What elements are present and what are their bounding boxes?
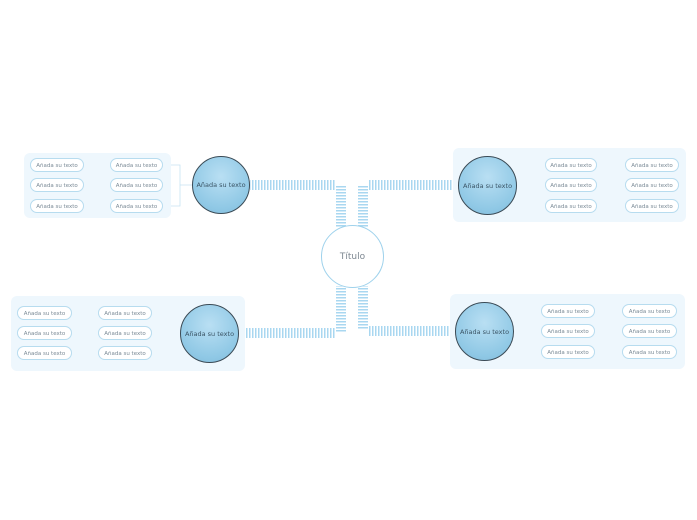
- subtopic[interactable]: Añada su texto: [110, 158, 163, 172]
- main-topic-top-left[interactable]: Añada su texto: [192, 156, 250, 214]
- main-topic-top-right[interactable]: Añada su texto: [458, 156, 517, 215]
- branch-connector-bottom-right: [358, 286, 456, 336]
- subtopic-label: Añada su texto: [104, 351, 146, 357]
- leaf-topic[interactable]: Añada su texto: [625, 178, 679, 192]
- subtopic-label: Añada su texto: [115, 204, 158, 210]
- main-topic-label: Añada su texto: [462, 181, 513, 190]
- leaf-label: Añada su texto: [628, 350, 671, 356]
- leaf-topic[interactable]: Añada su texto: [17, 326, 72, 340]
- leaf-label: Añada su texto: [36, 163, 78, 169]
- branch-connector-top-right: [358, 180, 458, 228]
- leaf-label: Añada su texto: [23, 351, 66, 357]
- main-topic-label: Añada su texto: [459, 327, 510, 336]
- leaf-label: Añada su texto: [628, 329, 671, 335]
- leaf-topic[interactable]: Añada su texto: [17, 306, 72, 320]
- subtopic-label: Añada su texto: [104, 311, 146, 317]
- subtopic[interactable]: Añada su texto: [541, 304, 595, 318]
- subtopic[interactable]: Añada su texto: [541, 324, 595, 338]
- subtopic[interactable]: Añada su texto: [110, 199, 163, 213]
- main-topic-label: Añada su texto: [196, 181, 246, 189]
- leaf-label: Añada su texto: [631, 163, 673, 169]
- leaf-topic[interactable]: Añada su texto: [30, 158, 84, 172]
- subtopic[interactable]: Añada su texto: [110, 178, 163, 192]
- leaf-topic[interactable]: Añada su texto: [625, 199, 679, 213]
- leaf-topic[interactable]: Añada su texto: [30, 178, 84, 192]
- leaf-label: Añada su texto: [36, 204, 78, 210]
- leaf-topic[interactable]: Añada su texto: [30, 199, 84, 213]
- leaf-label: Añada su texto: [36, 183, 78, 189]
- main-topic-bottom-left[interactable]: Añada su texto: [180, 304, 239, 363]
- subtopic-label: Añada su texto: [550, 183, 592, 189]
- subtopic-label: Añada su texto: [547, 350, 589, 356]
- leaf-label: Añada su texto: [23, 311, 66, 317]
- central-topic[interactable]: Título: [321, 225, 384, 288]
- subtopic[interactable]: Añada su texto: [98, 346, 152, 360]
- leaf-label: Añada su texto: [631, 204, 673, 210]
- subtopic[interactable]: Añada su texto: [545, 158, 597, 172]
- subtopic[interactable]: Añada su texto: [98, 306, 152, 320]
- leaf-topic[interactable]: Añada su texto: [17, 346, 72, 360]
- leaf-topic[interactable]: Añada su texto: [622, 304, 677, 318]
- subtopic[interactable]: Añada su texto: [98, 326, 152, 340]
- subtopic-label: Añada su texto: [547, 329, 589, 335]
- leaf-label: Añada su texto: [23, 331, 66, 337]
- main-topic-label: Añada su texto: [184, 329, 235, 338]
- main-topic-bottom-right[interactable]: Añada su texto: [455, 302, 514, 361]
- leaf-topic[interactable]: Añada su texto: [622, 345, 677, 359]
- subtopic[interactable]: Añada su texto: [545, 178, 597, 192]
- leaf-label: Añada su texto: [631, 183, 673, 189]
- branch-connector-bottom-left: [240, 286, 346, 338]
- subtopic[interactable]: Añada su texto: [541, 345, 595, 359]
- subtopic-label: Añada su texto: [550, 163, 592, 169]
- branch-connector-top-left: [250, 180, 346, 228]
- leaf-topic[interactable]: Añada su texto: [622, 324, 677, 338]
- central-topic-title: Título: [339, 251, 366, 262]
- subtopic-label: Añada su texto: [115, 163, 158, 169]
- subtopic-label: Añada su texto: [104, 331, 146, 337]
- subtopic[interactable]: Añada su texto: [545, 199, 597, 213]
- leaf-topic[interactable]: Añada su texto: [625, 158, 679, 172]
- subtopic-label: Añada su texto: [550, 204, 592, 210]
- subtopic-label: Añada su texto: [547, 309, 589, 315]
- leaf-label: Añada su texto: [628, 309, 671, 315]
- subtopic-label: Añada su texto: [115, 183, 158, 189]
